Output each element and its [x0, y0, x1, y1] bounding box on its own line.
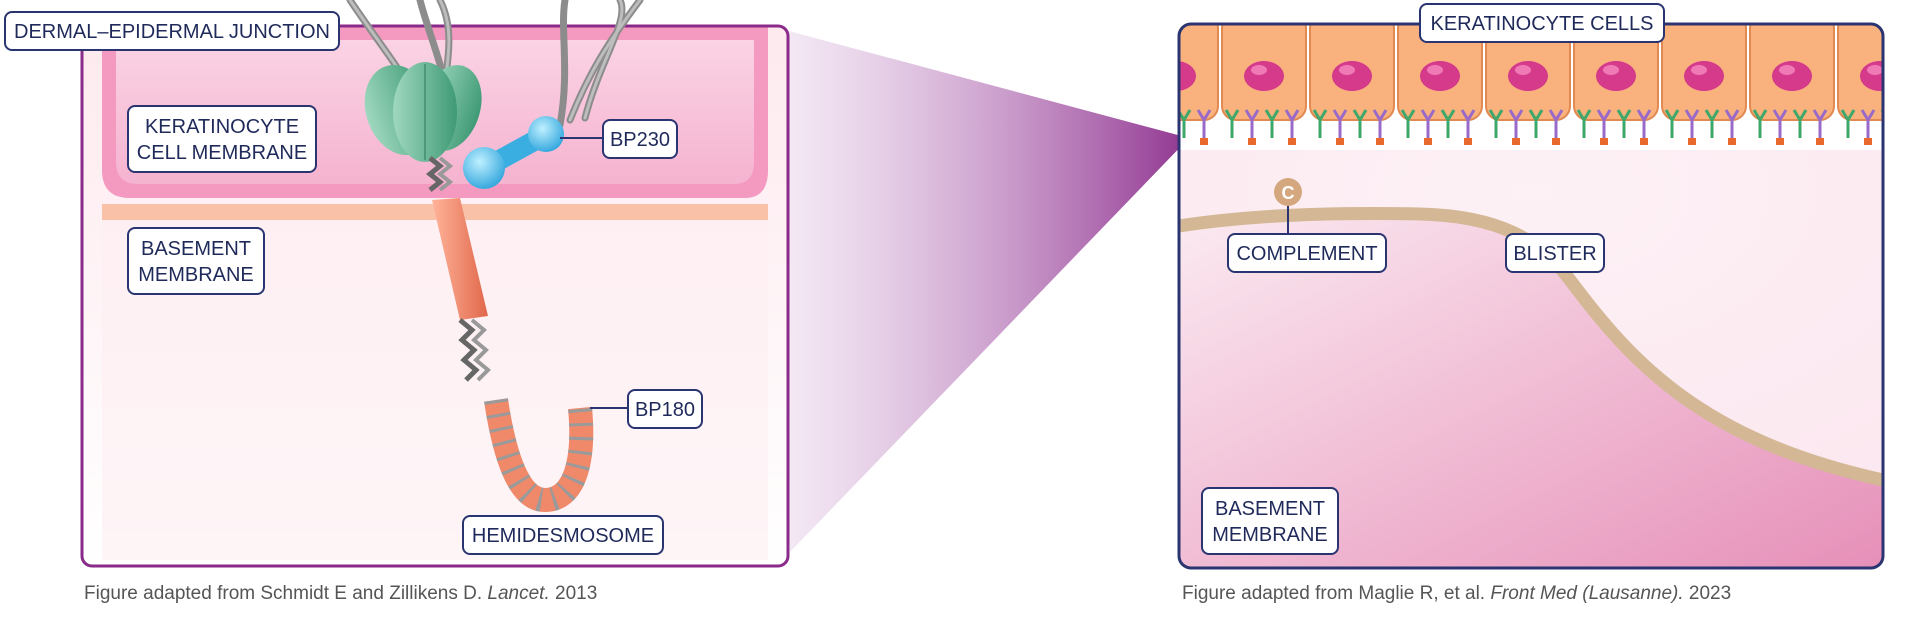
svg-text:BP230: BP230: [610, 129, 670, 151]
label-bp180: BP180: [627, 389, 703, 429]
bp230-protein: [463, 116, 603, 189]
nucleus: [1684, 61, 1724, 91]
svg-text:DERMAL–EPIDERMAL JUNCTION: DERMAL–EPIDERMAL JUNCTION: [14, 21, 330, 43]
svg-text:CELL MEMBRANE: CELL MEMBRANE: [137, 142, 307, 164]
keratinocyte-cell: [1749, 24, 1835, 145]
plectin-plaque: [364, 62, 482, 162]
svg-text:KERATINOCYTE: KERATINOCYTE: [145, 116, 299, 138]
nucleus: [1772, 61, 1812, 91]
svg-text:BASEMENT: BASEMENT: [1215, 498, 1325, 520]
nucleus: [1420, 61, 1460, 91]
svg-text:MEMBRANE: MEMBRANE: [138, 264, 254, 286]
svg-text:BP180: BP180: [635, 399, 695, 421]
complement-symbol: C: [1282, 183, 1295, 203]
nucleus: [1244, 61, 1284, 91]
keratinocyte-cell-row: [1179, 24, 1883, 145]
keratinocyte-cell: [1309, 24, 1395, 145]
nucleus: [1860, 61, 1883, 91]
svg-text:HEMIDESMOSOME: HEMIDESMOSOME: [472, 525, 654, 547]
complement-icon: C: [1274, 178, 1302, 236]
right-panel: C: [1177, 22, 1885, 570]
bp180-protein: [425, 156, 628, 513]
nucleus: [1179, 61, 1196, 91]
label-dermal-epidermal-junction: DERMAL–EPIDERMAL JUNCTION: [4, 11, 340, 51]
svg-text:COMPLEMENT: COMPLEMENT: [1236, 243, 1377, 265]
keratinocyte-cell: [1397, 24, 1483, 145]
keratinocyte-cell: [1221, 24, 1307, 145]
nucleus: [1596, 61, 1636, 91]
label-complement: COMPLEMENT: [1227, 233, 1387, 273]
label-keratinocyte-membrane: KERATINOCYTE CELL MEMBRANE: [127, 105, 317, 173]
svg-text:MEMBRANE: MEMBRANE: [1212, 524, 1328, 546]
label-keratinocyte-cells: KERATINOCYTE CELLS: [1419, 3, 1665, 43]
svg-text:BASEMENT: BASEMENT: [141, 238, 251, 260]
label-basement-membrane-right: BASEMENT MEMBRANE: [1201, 487, 1339, 555]
label-blister: BLISTER: [1505, 233, 1605, 273]
keratinocyte-cell: [1179, 24, 1219, 145]
svg-text:KERATINOCYTE CELLS: KERATINOCYTE CELLS: [1430, 13, 1653, 35]
zoom-wedge: [770, 26, 1189, 552]
nucleus: [1332, 61, 1372, 91]
keratinocyte-cell: [1661, 24, 1747, 145]
label-basement-membrane-left: BASEMENT MEMBRANE: [127, 227, 265, 295]
nucleus: [1508, 61, 1548, 91]
left-caption: Figure adapted from Schmidt E and Zillik…: [84, 583, 598, 604]
svg-text:BLISTER: BLISTER: [1513, 243, 1596, 265]
label-bp230: BP230: [602, 119, 678, 159]
keratinocyte-cell: [1837, 24, 1883, 145]
label-hemidesmosome: HEMIDESMOSOME: [462, 515, 664, 555]
right-caption: Figure adapted from Maglie R, et al. Fro…: [1182, 583, 1732, 604]
basement-region: [1179, 213, 1883, 568]
